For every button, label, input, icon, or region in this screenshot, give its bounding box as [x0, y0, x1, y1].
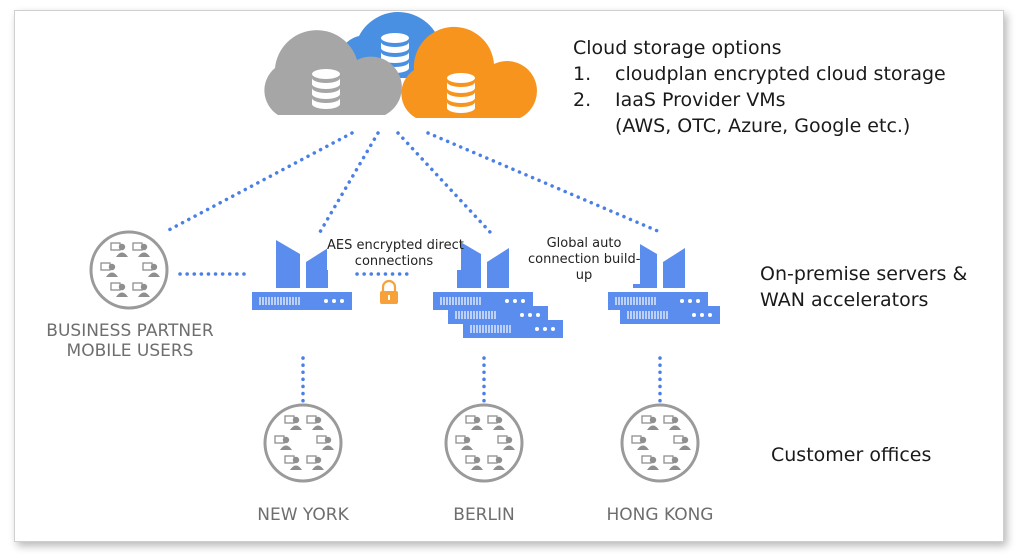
hongkong-office-users-icon: [622, 405, 698, 481]
cloud-option-2-note: (AWS, OTC, Azure, Google etc.): [615, 115, 911, 137]
city-label-hong-kong: HONG KONG: [606, 505, 714, 525]
link-cloud-hongkong-server: [426, 131, 662, 234]
cloud-option-1-number: 1.: [573, 63, 592, 85]
global-label-line2: connection build-: [528, 252, 641, 267]
cloud-storage-title: Cloud storage options: [573, 37, 782, 59]
aes-encryption-label: AES encrypted direct connections: [327, 238, 464, 270]
business-partner-users-icon: [91, 232, 167, 308]
aes-label-line2: connections: [354, 254, 434, 269]
partner-label-line1: BUSINESS PARTNER: [46, 321, 214, 341]
link-cloud-berlin-server: [396, 131, 492, 234]
global-label-line1: Global auto: [546, 236, 622, 251]
cloud-option-1-text: cloudplan encrypted cloud storage: [615, 63, 946, 85]
link-cloud-newyork-server: [318, 131, 380, 234]
partner-label-line2: MOBILE USERS: [66, 341, 194, 361]
global-connection-label: Global auto connection build- up: [528, 236, 640, 284]
cloud-orange: [401, 26, 537, 119]
global-label-line3: up: [575, 268, 593, 283]
newyork-office-users-icon: [265, 405, 341, 481]
lock-icon: [380, 279, 398, 304]
cloud-gray: [264, 30, 402, 115]
cloud-option-2-number: 2.: [573, 89, 592, 111]
connection-lines: [163, 131, 662, 407]
cloud-option-2: 2. IaaS Provider VMs: [573, 89, 786, 111]
business-partner-label: BUSINESS PARTNER MOBILE USERS: [42, 321, 218, 361]
onprem-label-line1: On-premise servers &: [760, 263, 968, 285]
cloud-option-2-text: IaaS Provider VMs: [615, 89, 786, 111]
aes-label-line1: AES encrypted direct: [327, 238, 464, 253]
cloud-option-1: 1. cloudplan encrypted cloud storage: [573, 63, 946, 85]
onprem-label-line2: WAN accelerators: [760, 289, 929, 311]
berlin-office-users-icon: [446, 405, 522, 481]
city-label-berlin: BERLIN: [453, 505, 515, 525]
on-premise-label: On-premise servers & WAN accelerators: [760, 261, 967, 313]
link-cloud-partner: [163, 131, 354, 234]
city-label-new-york: NEW YORK: [257, 505, 349, 525]
customer-offices-label: Customer offices: [771, 444, 932, 466]
